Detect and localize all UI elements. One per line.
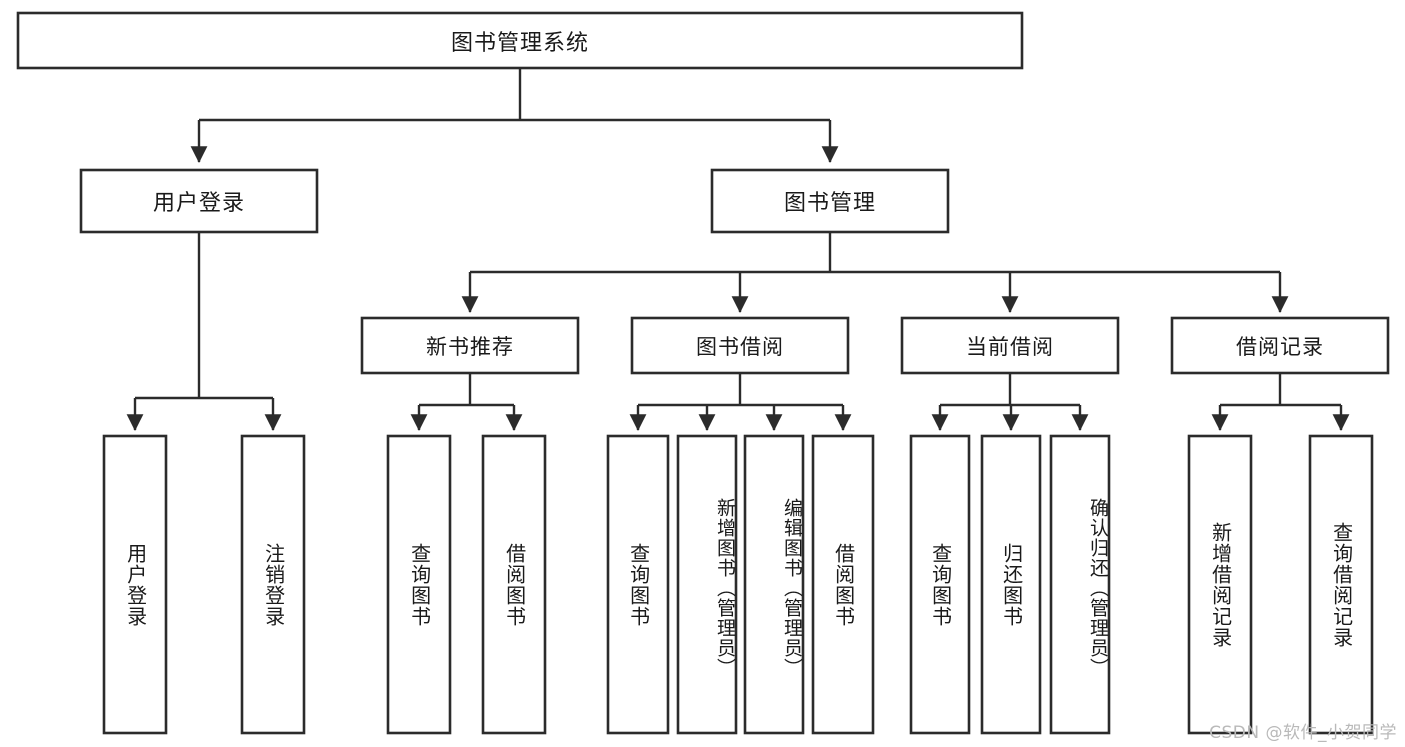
node-user-login-box[interactable] <box>79 168 319 234</box>
leaf-box-borrow-book-2[interactable] <box>811 434 875 735</box>
leaf-box-edit-book[interactable] <box>743 434 805 735</box>
leaf-box-query-record[interactable] <box>1308 434 1374 735</box>
node-book-manage-box[interactable] <box>710 168 950 234</box>
leaf-box-user-logout[interactable] <box>240 434 306 735</box>
leaf-box-query-book-2[interactable] <box>606 434 670 735</box>
node-current-borrow-box[interactable] <box>900 316 1120 375</box>
leaf-box-query-book-1[interactable] <box>386 434 452 735</box>
node-new-book-recommend-box[interactable] <box>360 316 580 375</box>
leaf-box-add-book[interactable] <box>676 434 738 735</box>
node-book-borrow-box[interactable] <box>630 316 850 375</box>
leaf-box-add-record[interactable] <box>1187 434 1253 735</box>
leaf-box-user-login[interactable] <box>102 434 168 735</box>
leaf-box-query-book-3[interactable] <box>909 434 971 735</box>
node-root-box[interactable] <box>16 11 1024 70</box>
leaf-box-return-book[interactable] <box>980 434 1042 735</box>
node-borrow-record-box[interactable] <box>1170 316 1390 375</box>
leaf-box-confirm-return[interactable] <box>1049 434 1111 735</box>
leaf-box-borrow-book-1[interactable] <box>481 434 547 735</box>
